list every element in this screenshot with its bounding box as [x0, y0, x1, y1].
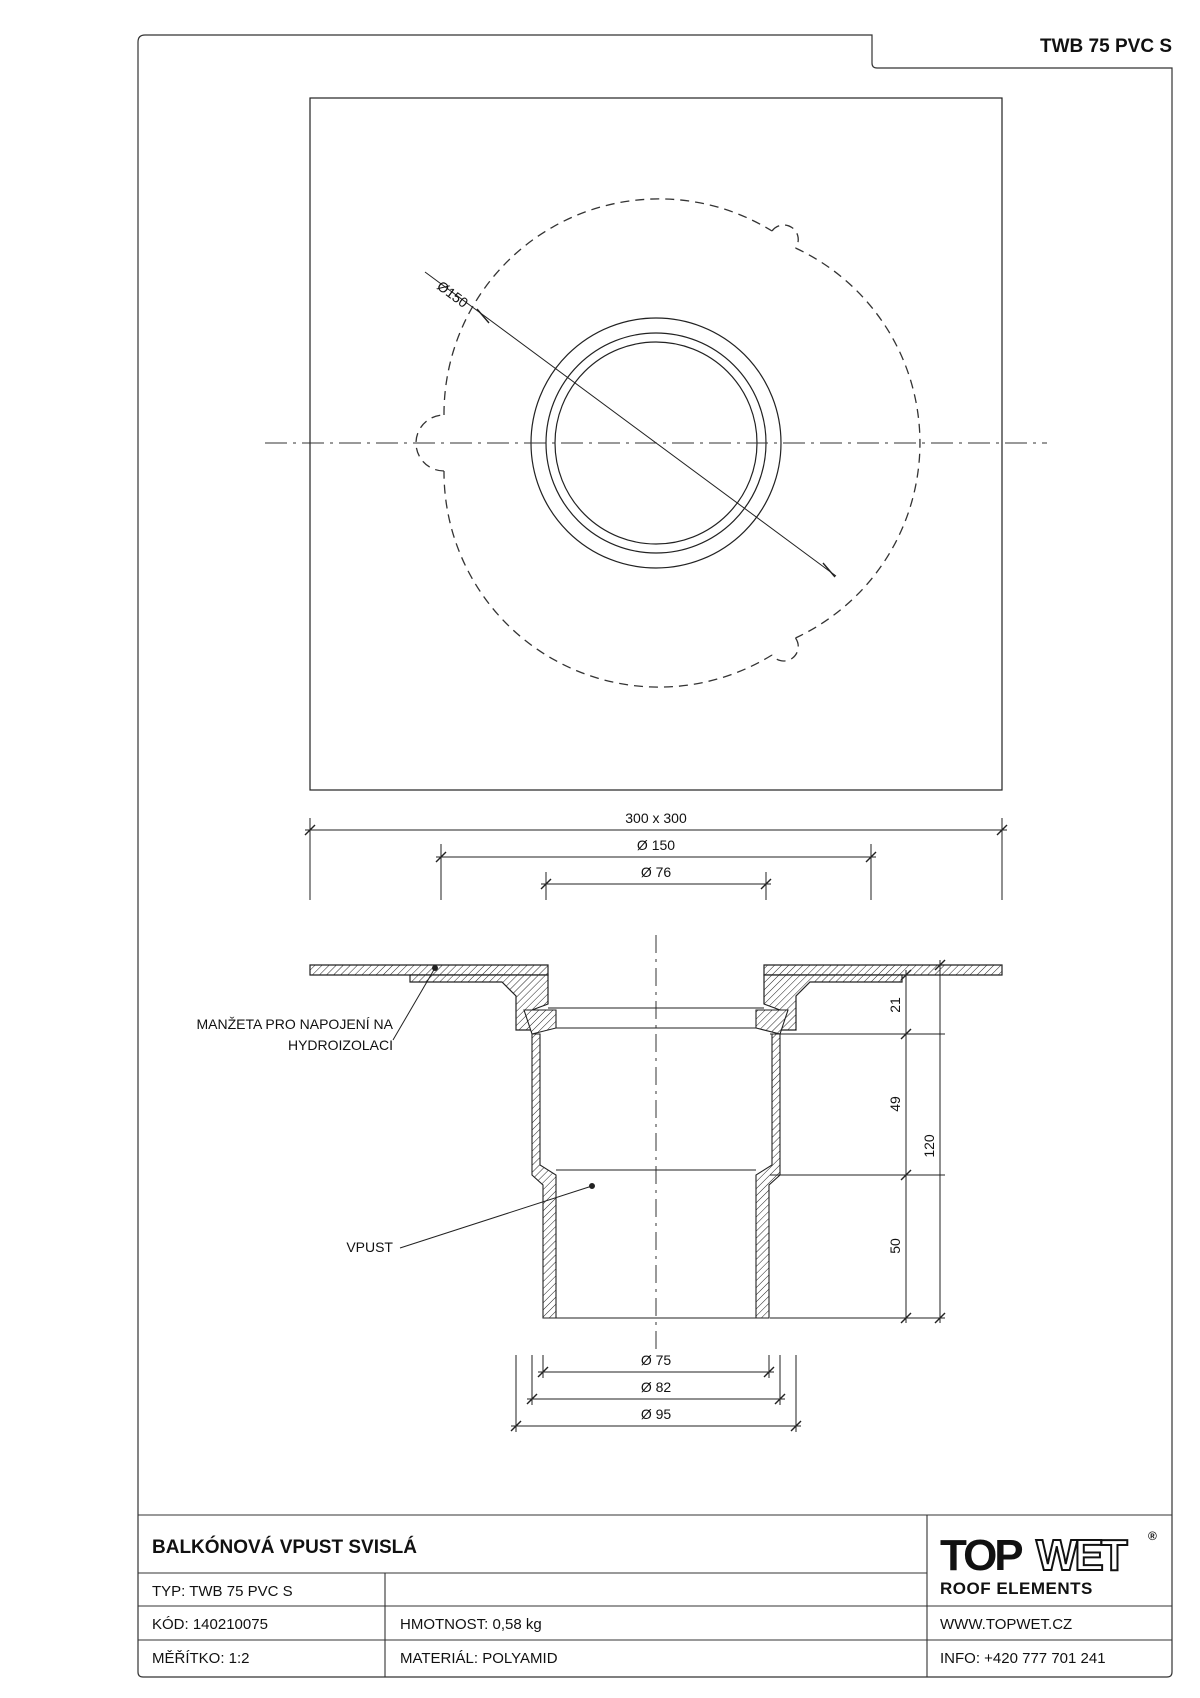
title-block-info: INFO: +420 777 701 241 [940, 1650, 1106, 1667]
lug-bottom-right [771, 637, 799, 662]
flange-body-left [409, 974, 549, 1031]
vpust-label: VPUST [346, 1239, 393, 1255]
title-block-meritko: MĚŘÍTKO: 1:2 [152, 1650, 250, 1667]
manzeta-leader-dot [432, 965, 438, 971]
plan-diameter-line [424, 271, 837, 577]
title-block-title: BALKÓNOVÁ VPUST SVISLÁ [152, 1536, 417, 1558]
plate-section-right [763, 964, 1003, 976]
logo-brand-b: WET [1036, 1531, 1128, 1580]
plate-section-left [309, 964, 549, 976]
logo-tagline: ROOF ELEMENTS [940, 1579, 1093, 1598]
tube-wall-left [531, 1033, 557, 1319]
plan-diameter-label: Ø150 [434, 278, 471, 311]
title-block-typ: TYP: TWB 75 PVC S [152, 1583, 293, 1600]
height-dimensions [770, 959, 946, 1324]
flange-dashed-outline [443, 198, 921, 688]
dim-h50: 50 [887, 1238, 903, 1254]
title-block-kod: KÓD: 140210075 [152, 1616, 268, 1633]
title-block-material: MATERIÁL: POLYAMID [400, 1650, 558, 1667]
dim-d82: Ø 82 [641, 1379, 672, 1395]
vpust-leader-dot [589, 1183, 595, 1189]
title-block-web: WWW.TOPWET.CZ [940, 1616, 1072, 1633]
dim-h49: 49 [887, 1096, 903, 1112]
drawing-code: TWB 75 PVC S [1040, 36, 1172, 57]
top-dimensions [304, 818, 1008, 900]
logo-registered-mark: ® [1148, 1529, 1157, 1543]
title-block-hmotnost: HMOTNOST: 0,58 kg [400, 1616, 542, 1633]
vpust-leader [399, 1185, 593, 1249]
plate-outline [309, 97, 1003, 791]
dim-plate-label: 300 x 300 [625, 810, 687, 826]
lug-top-right [771, 224, 799, 249]
plan-view: Ø150 [265, 97, 1047, 791]
dim-h21: 21 [887, 997, 903, 1013]
tube-wall-right [755, 1033, 781, 1319]
dim-h120: 120 [921, 1134, 937, 1158]
manzeta-leader [392, 967, 436, 1041]
flange-body-right [763, 974, 903, 1031]
manzeta-label-line2: HYDROIZOLACI [288, 1037, 393, 1053]
sheet-border [137, 34, 1173, 1678]
title-block [138, 1514, 1172, 1677]
logo-brand-a: TOP [940, 1531, 1022, 1580]
section-view [309, 935, 1003, 1350]
lug-left [415, 414, 445, 472]
dim-flange-label: Ø 150 [637, 837, 675, 853]
dim-inner-label: Ø 76 [641, 864, 672, 880]
dim-d95: Ø 95 [641, 1406, 672, 1422]
topwet-logo: TOP WET ® ROOF ELEMENTS [940, 1529, 1157, 1598]
manzeta-label-line1: MANŽETA PRO NAPOJENÍ NA [196, 1016, 393, 1032]
bottom-dimensions [510, 1355, 802, 1432]
dim-d75: Ø 75 [641, 1352, 672, 1368]
